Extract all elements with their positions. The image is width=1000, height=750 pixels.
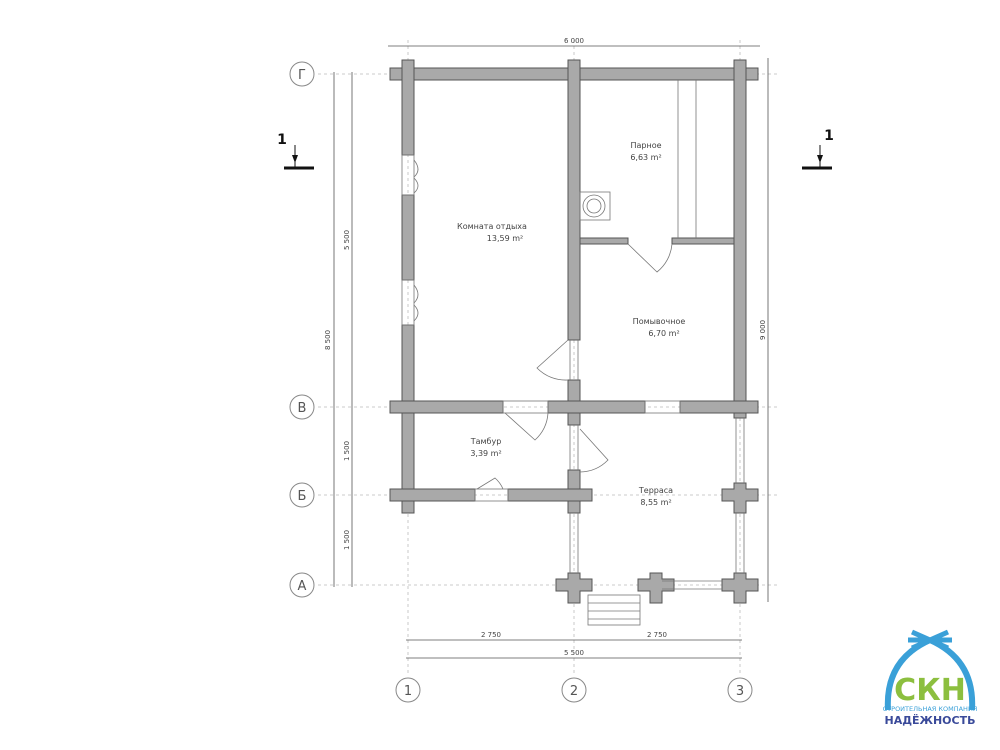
axis-label: Б xyxy=(298,489,307,504)
axis-label: В xyxy=(298,401,307,416)
svg-text:СТРОИТЕЛЬНАЯ КОМПАНИЯ: СТРОИТЕЛЬНАЯ КОМПАНИЯ xyxy=(883,705,978,713)
dim-top: 6 000 xyxy=(564,37,584,45)
room-name: Помывочное xyxy=(633,317,686,326)
svg-text:НАДЁЖНОСТЬ: НАДЁЖНОСТЬ xyxy=(884,713,975,727)
axis-label: 1 xyxy=(404,684,412,699)
dim-bottom-b: 2 750 xyxy=(647,631,667,639)
dim-bottom-total: 5 500 xyxy=(564,649,584,657)
walls xyxy=(389,59,759,604)
room-area: 6,63 m² xyxy=(630,153,661,162)
dim-left-c: 1 500 xyxy=(343,530,351,550)
company-logo: СКН СТРОИТЕЛЬНАЯ КОМПАНИЯ НАДЁЖНОСТЬ xyxy=(883,629,978,727)
room-area: 13,59 m² xyxy=(487,234,523,243)
axis-markers: Г В Б А 1 2 3 xyxy=(289,61,753,703)
room-name: Тамбур xyxy=(470,437,502,446)
room-area: 6,70 m² xyxy=(648,329,679,338)
dim-right: 9 000 xyxy=(759,320,767,340)
section-mark-left: 1 xyxy=(277,132,314,170)
section-label: 1 xyxy=(824,128,834,144)
room-area: 3,39 m² xyxy=(470,449,501,458)
svg-text:СКН: СКН xyxy=(894,673,966,708)
section-mark-right: 1 xyxy=(802,128,834,170)
doors-windows xyxy=(401,80,745,626)
dim-left-total: 8 500 xyxy=(324,330,332,350)
room-name: Комната отдыха xyxy=(457,222,527,231)
dim-left-b: 1 500 xyxy=(343,441,351,461)
room-name: Терраса xyxy=(638,486,673,495)
axis-label: Г xyxy=(298,68,306,83)
axis-label: 2 xyxy=(570,684,578,699)
dim-bottom-a: 2 750 xyxy=(481,631,501,639)
dimensions: 6 000 8 500 5 500 1 500 1 500 9 000 2 75… xyxy=(324,37,769,659)
section-label: 1 xyxy=(277,132,287,148)
dim-left-a: 5 500 xyxy=(343,230,351,250)
room-name: Парное xyxy=(630,141,661,150)
axis-label: А xyxy=(298,579,307,594)
axis-label: 3 xyxy=(736,684,744,699)
room-area: 8,55 m² xyxy=(640,498,671,507)
steps xyxy=(587,594,641,626)
